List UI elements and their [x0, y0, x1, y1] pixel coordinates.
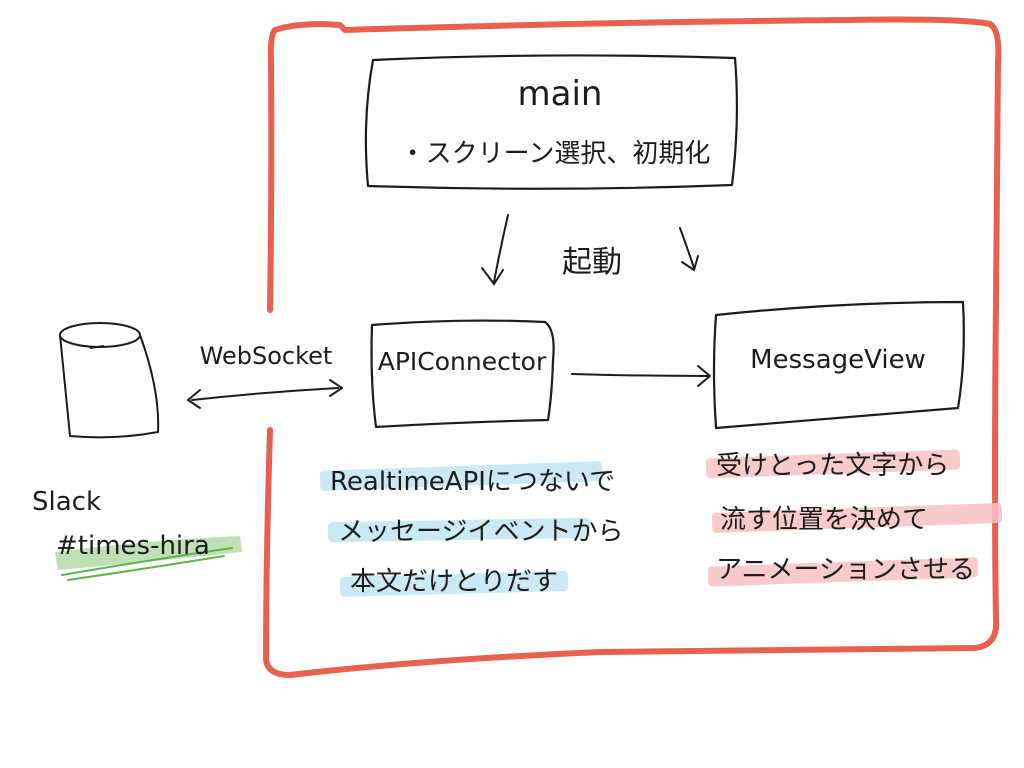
message-view-notes: 受けとった文字から 流す位置を決めて アニメーションさせる — [705, 449, 1003, 587]
slack-label: Slack — [32, 487, 101, 517]
launch-arrow-right — [679, 227, 699, 272]
api-connector-box — [370, 319, 555, 429]
view-note-highlight — [711, 503, 1003, 533]
view-note-line: アニメーションさせる — [716, 555, 975, 585]
message-view-box — [712, 300, 965, 430]
api-note-highlight — [339, 571, 569, 597]
database-icon — [59, 322, 160, 439]
slack-underline — [61, 547, 233, 581]
main-title: main — [518, 74, 603, 114]
api-connector-notes: RealtimeAPIにつないで メッセージイベントから 本文だけとりだす — [319, 461, 623, 597]
app-boundary-frame — [263, 16, 1002, 678]
api-note-line: RealtimeAPIにつないで — [330, 467, 615, 497]
websocket-label: WebSocket — [200, 342, 333, 370]
launch-label: 起動 — [562, 245, 622, 280]
websocket-arrow — [187, 379, 343, 409]
api-note-highlight — [319, 461, 603, 491]
slack-channel-highlight — [55, 536, 242, 570]
api-note-line: メッセージイベントから — [338, 517, 623, 547]
main-subtitle: ・スクリーン選択、初期化 — [400, 139, 711, 169]
view-note-line: 流す位置を決めて — [720, 505, 928, 535]
api-note-highlight — [327, 517, 591, 543]
main-box — [364, 54, 739, 190]
api-note-line: 本文だけとりだす — [350, 567, 558, 597]
view-note-line: 受けとった文字から — [716, 451, 949, 481]
api-connector-title: APIConnector — [378, 347, 547, 376]
launch-arrow-left — [481, 214, 509, 286]
slack-channel: #times-hira — [56, 531, 210, 561]
view-note-highlight — [707, 557, 979, 587]
view-note-highlight — [705, 449, 961, 479]
message-view-title: MessageView — [750, 345, 926, 375]
connector-to-view-arrow — [571, 365, 711, 387]
